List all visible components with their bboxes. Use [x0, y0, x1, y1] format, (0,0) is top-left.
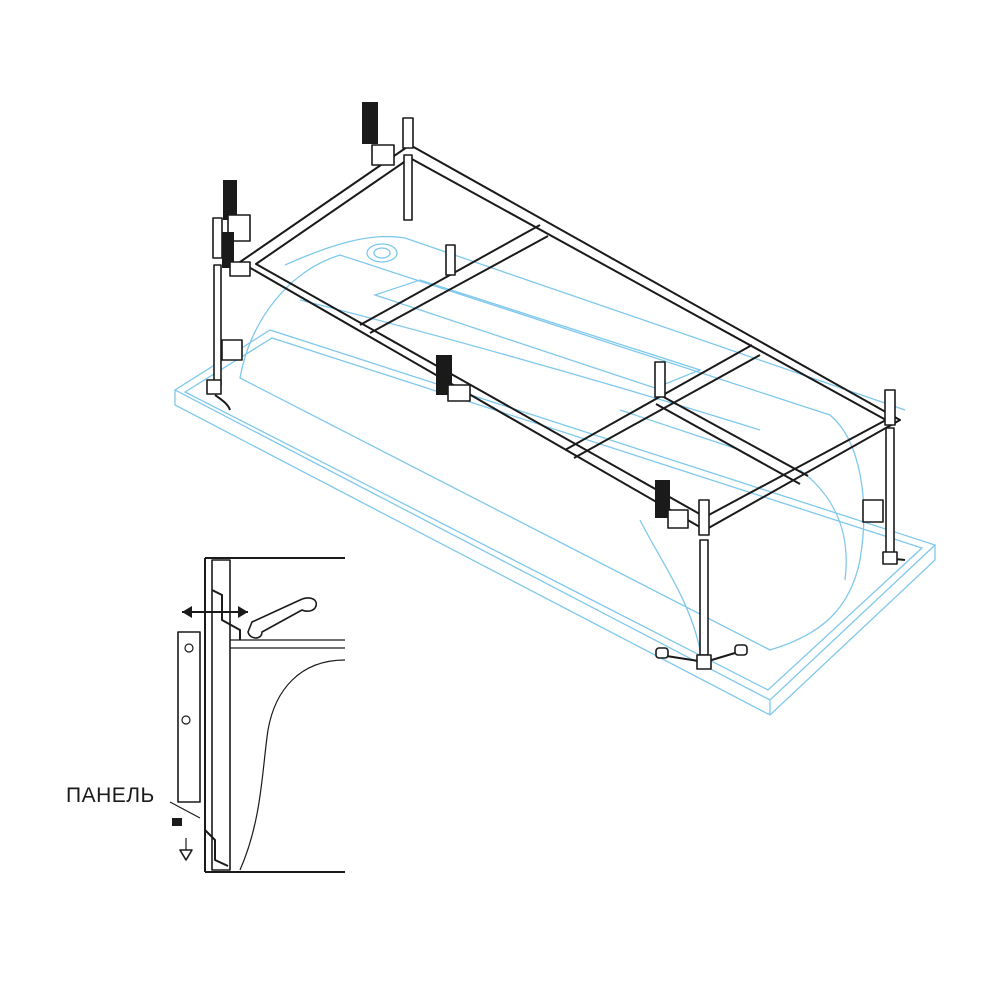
panel-callout-leader — [169, 801, 201, 819]
frame-top-rectangle — [239, 144, 901, 531]
leg-bolt-back-left — [402, 117, 414, 149]
frame-legs — [212, 117, 896, 656]
wrench-icon — [247, 597, 318, 639]
frame-feet — [206, 379, 906, 670]
panel-label: ПАНЕЛЬ — [66, 784, 155, 807]
panel-detail-inset — [169, 557, 346, 873]
mounting-brackets — [221, 102, 884, 529]
bathtub-outline — [173, 235, 937, 716]
